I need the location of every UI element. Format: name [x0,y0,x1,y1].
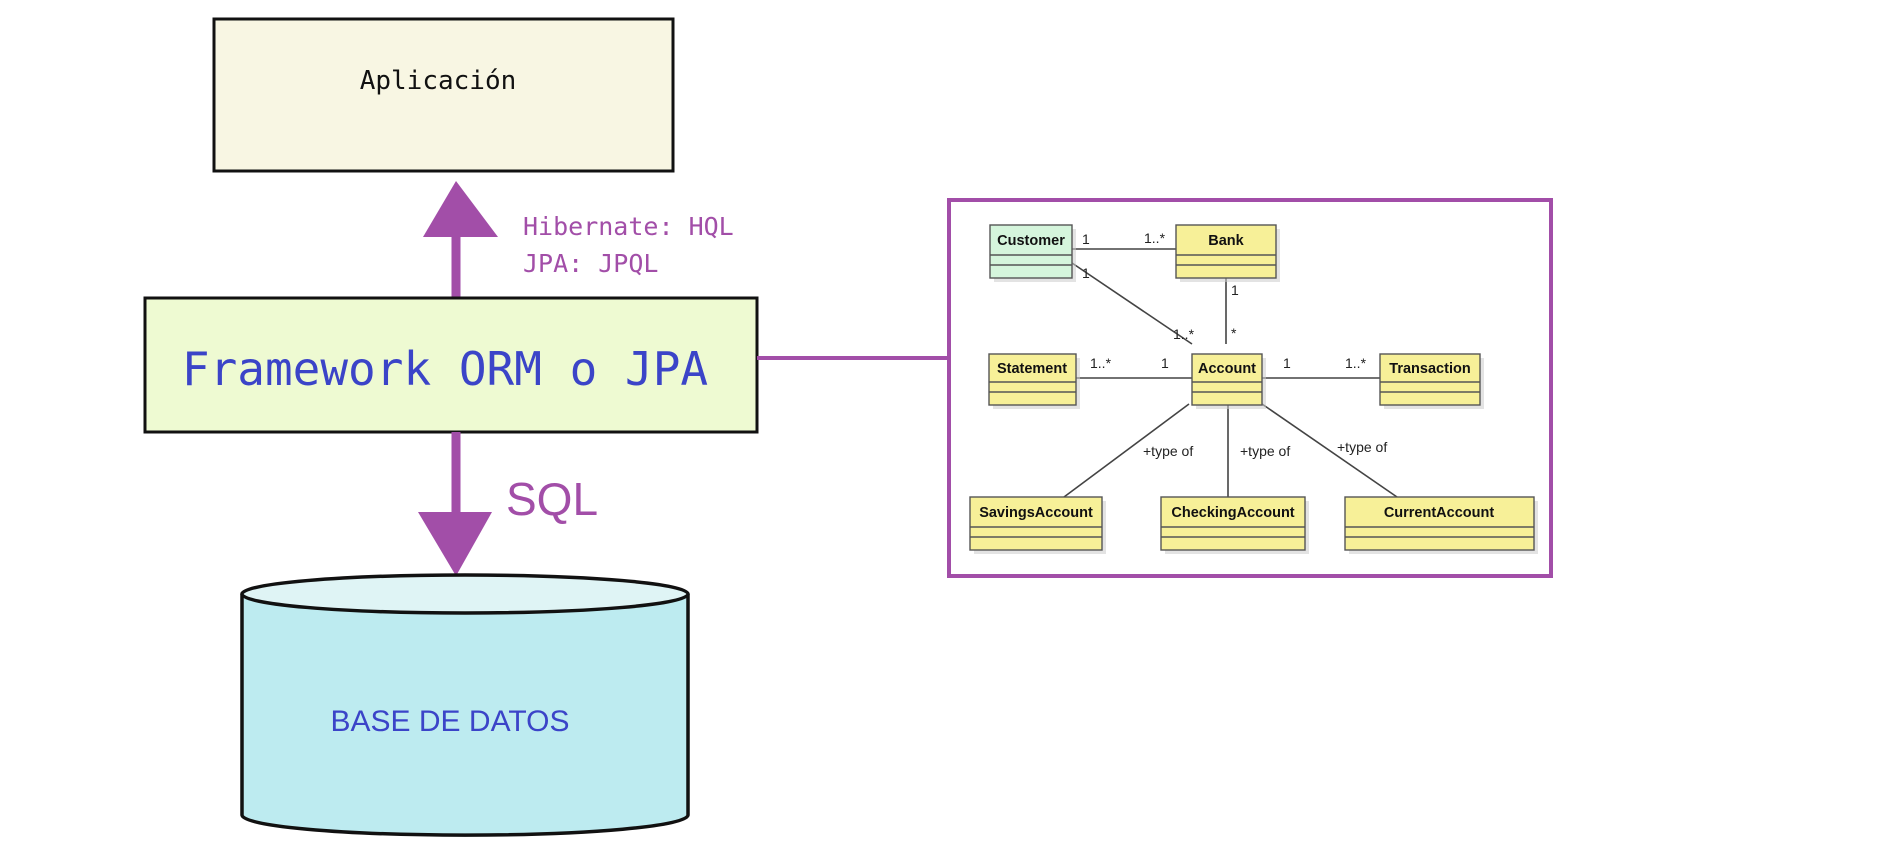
database-cylinder: BASE DE DATOS [240,573,690,837]
mult-customer-account-left: 1 [1082,265,1090,281]
framework-label: Framework ORM o JPA [182,342,708,396]
uml-class-current-account: CurrentAccount [1344,496,1538,554]
mult-bank-account-top: 1 [1231,282,1239,298]
type-of-label-savings: +type of [1143,443,1193,459]
mult-customer-account-right: 1..* [1173,326,1195,342]
mult-customer-bank-right: 1..* [1144,230,1166,246]
type-of-label-current: +type of [1337,439,1387,455]
class-name-savings-account: SavingsAccount [979,505,1093,521]
sql-label: SQL [506,473,598,525]
query-language-hql: Hibernate: HQL [523,212,734,241]
uml-class-statement: Statement [988,353,1080,409]
savings-generalization [1063,403,1190,498]
customer-account-association [1071,262,1193,345]
down-arrow [418,432,492,576]
mult-account-transaction-left: 1 [1283,355,1291,371]
mult-bank-account-bottom: * [1231,325,1237,341]
class-name-checking-account: CheckingAccount [1171,505,1294,521]
up-arrow [423,181,498,298]
mult-customer-bank-left: 1 [1082,231,1090,247]
uml-class-checking-account: CheckingAccount [1160,496,1309,554]
uml-class-account: Account [1191,353,1266,409]
class-name-account: Account [1198,361,1256,377]
mult-statement-account-right: 1 [1161,355,1169,371]
class-name-bank: Bank [1208,233,1244,249]
uml-class-transaction: Transaction [1379,353,1484,409]
query-language-jpql: JPA: JPQL [523,249,658,278]
type-of-label-checking: +type of [1240,443,1290,459]
uml-relations [1063,248,1398,498]
database-label: BASE DE DATOS [331,705,570,738]
current-generalization [1261,403,1398,498]
framework-box: Framework ORM o JPA [143,296,759,434]
class-name-current-account: CurrentAccount [1384,505,1495,521]
class-name-statement: Statement [997,361,1067,377]
uml-class-savings-account: SavingsAccount [969,496,1106,554]
application-box: Aplicación [212,17,675,173]
uml-class-bank: Bank [1175,224,1280,282]
class-name-transaction: Transaction [1389,361,1470,377]
mult-statement-account-left: 1..* [1090,355,1112,371]
mult-account-transaction-right: 1..* [1345,355,1367,371]
class-name-customer: Customer [997,233,1065,249]
uml-class-customer: Customer [989,224,1076,282]
application-label: Aplicación [360,66,517,96]
